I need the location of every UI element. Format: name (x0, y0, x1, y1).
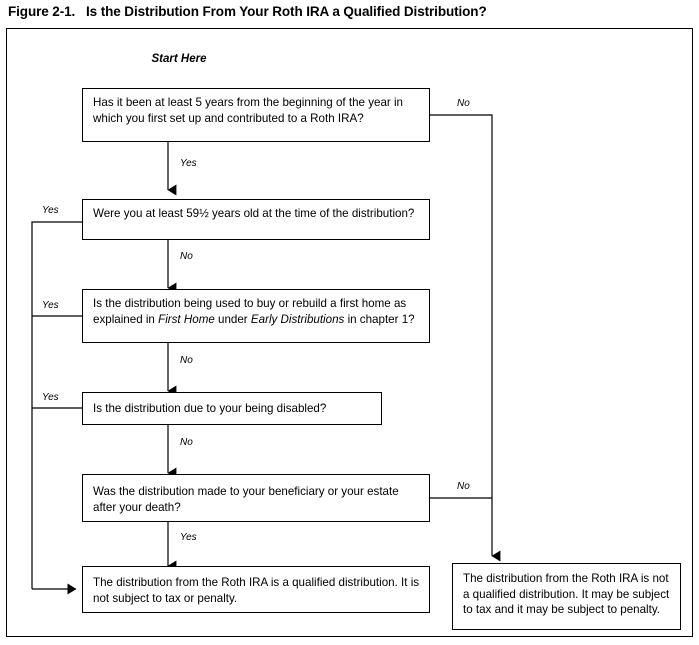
node-beneficiary-or-estate: Was the distribution made to your benefi… (82, 474, 430, 522)
figure-title: Figure 2-1. Is the Distribution From Your… (8, 4, 487, 19)
node-text-italic-early-distributions: Early Distributions (250, 312, 345, 326)
node-text: Were you at least 59½ years old at the t… (93, 207, 415, 220)
node-disabled: Is the distribution due to your being di… (82, 392, 382, 425)
edge-label-q5-no: No (457, 481, 470, 492)
edge-label-q5-yes: Yes (180, 532, 197, 543)
node-text: The distribution from the Roth IRA is a … (93, 576, 420, 605)
figure-number: Figure 2-1. (8, 4, 76, 19)
edge-label-q3-yes: Yes (42, 300, 59, 311)
node-first-home: Is the distribution being used to buy or… (82, 289, 430, 343)
edge-label-q1-no: No (457, 98, 470, 109)
node-text-part-1: Is the distribution being used to buy or… (93, 297, 407, 326)
node-not-qualified-outcome: The distribution from the Roth IRA is no… (452, 563, 681, 630)
figure-frame (6, 28, 693, 637)
edge-label-q3-no: No (180, 355, 193, 366)
node-text: Is the distribution due to your being di… (93, 402, 327, 415)
node-text: Has it been at least 5 years from the be… (93, 96, 403, 125)
node-text-part-2: under (214, 312, 251, 326)
node-text: The distribution from the Roth IRA is no… (463, 572, 670, 617)
edge-label-q4-yes: Yes (42, 392, 59, 403)
node-text-part-3: in chapter 1? (344, 312, 415, 326)
edge-label-q4-no: No (180, 437, 193, 448)
page-title: Is the Distribution From Your Roth IRA a… (86, 4, 487, 19)
node-age-59-and-a-half: Were you at least 59½ years old at the t… (82, 199, 430, 240)
node-five-year-rule: Has it been at least 5 years from the be… (82, 88, 430, 142)
edge-label-q1-yes: Yes (180, 158, 197, 169)
edge-label-q2-no: No (180, 251, 193, 262)
node-text-italic-first-home: First Home (158, 312, 215, 326)
edge-label-q2-yes: Yes (42, 205, 59, 216)
node-qualified-outcome: The distribution from the Roth IRA is a … (82, 566, 430, 613)
node-text: Was the distribution made to your benefi… (93, 485, 399, 514)
start-here-label: Start Here (151, 53, 207, 65)
